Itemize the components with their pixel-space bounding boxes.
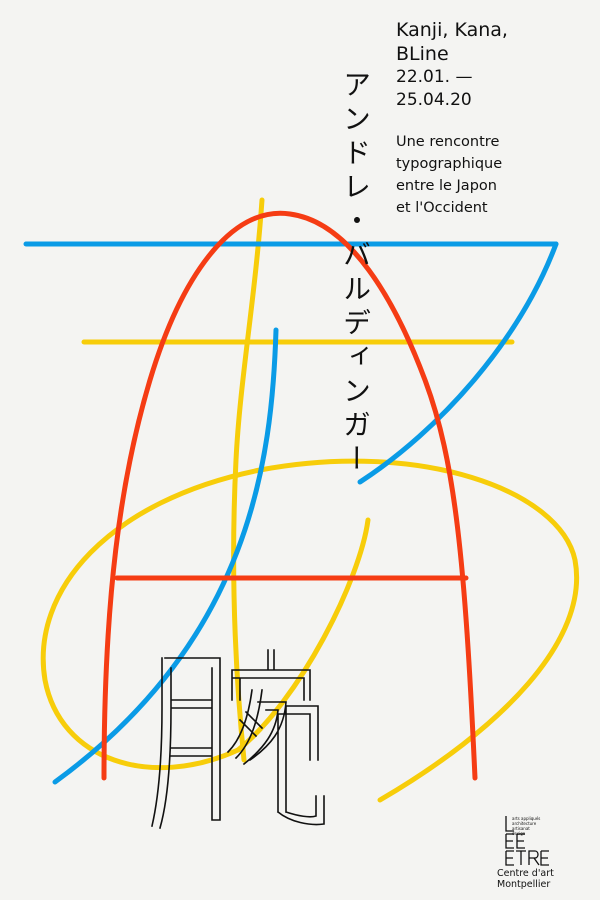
logo-small-line-3: artisanat: [512, 826, 530, 831]
logo-e-shape-3: [505, 850, 514, 866]
subtitle-line-3: entre le Japon: [396, 178, 497, 194]
red-arch-stroke: [101, 210, 478, 781]
logo-small-text: arts appliqués architecture artisanat de…: [512, 816, 540, 836]
big-kanji-left-label: 月: [170, 720, 171, 721]
logo-e-shape-2: [516, 833, 525, 849]
yellow-vertical-stroke: [231, 197, 265, 763]
title-line-2: BLine: [396, 43, 449, 65]
logo-small-line-4: design: [512, 831, 526, 836]
date-end: 25.04.20: [396, 90, 472, 110]
logo-e-shape-1: [505, 833, 514, 849]
title-line-1: Kanji, Kana,: [396, 19, 508, 41]
center-logo-mark: [505, 816, 549, 866]
blue-diagonal-stroke: [357, 241, 559, 485]
logo-caption-line-2: Montpellier: [497, 879, 551, 890]
blue-curve-stroke: [52, 327, 279, 785]
logo-caption-line-1: Centre d'art: [497, 868, 554, 879]
logo-caption: Centre d'art Montpellier: [497, 868, 554, 890]
logo-small-line-1: arts appliqués: [512, 816, 541, 821]
title-block: Kanji, Kana, BLine 22.01. — 25.04.20: [396, 18, 508, 112]
logo-t-shape: [516, 850, 526, 865]
logo-r-shape: [528, 850, 540, 866]
kanji-left-outline: [151, 657, 221, 829]
big-kanji-right-label: 宛: [270, 720, 271, 721]
kanji-right-outline: [226, 649, 325, 826]
date-start: 22.01. —: [396, 67, 473, 87]
logo-l-shape: [505, 816, 514, 832]
logo-e-shape-4: [540, 850, 549, 866]
red-strokes: [101, 210, 478, 781]
subtitle-line-2: typographique: [396, 156, 503, 172]
vertical-katakana-name: アンドレ・バルディンガー: [339, 70, 372, 478]
subtitle-line-4: et l'Occident: [396, 200, 488, 216]
blue-strokes: [23, 241, 559, 785]
subtitle-line-1: Une rencontre: [396, 134, 500, 150]
logo-letterforms: [505, 816, 549, 866]
logo-small-line-2: architecture: [512, 821, 537, 826]
subtitle-block: Une rencontre typographique entre le Jap…: [396, 131, 502, 219]
kanji-outline: [151, 649, 325, 829]
